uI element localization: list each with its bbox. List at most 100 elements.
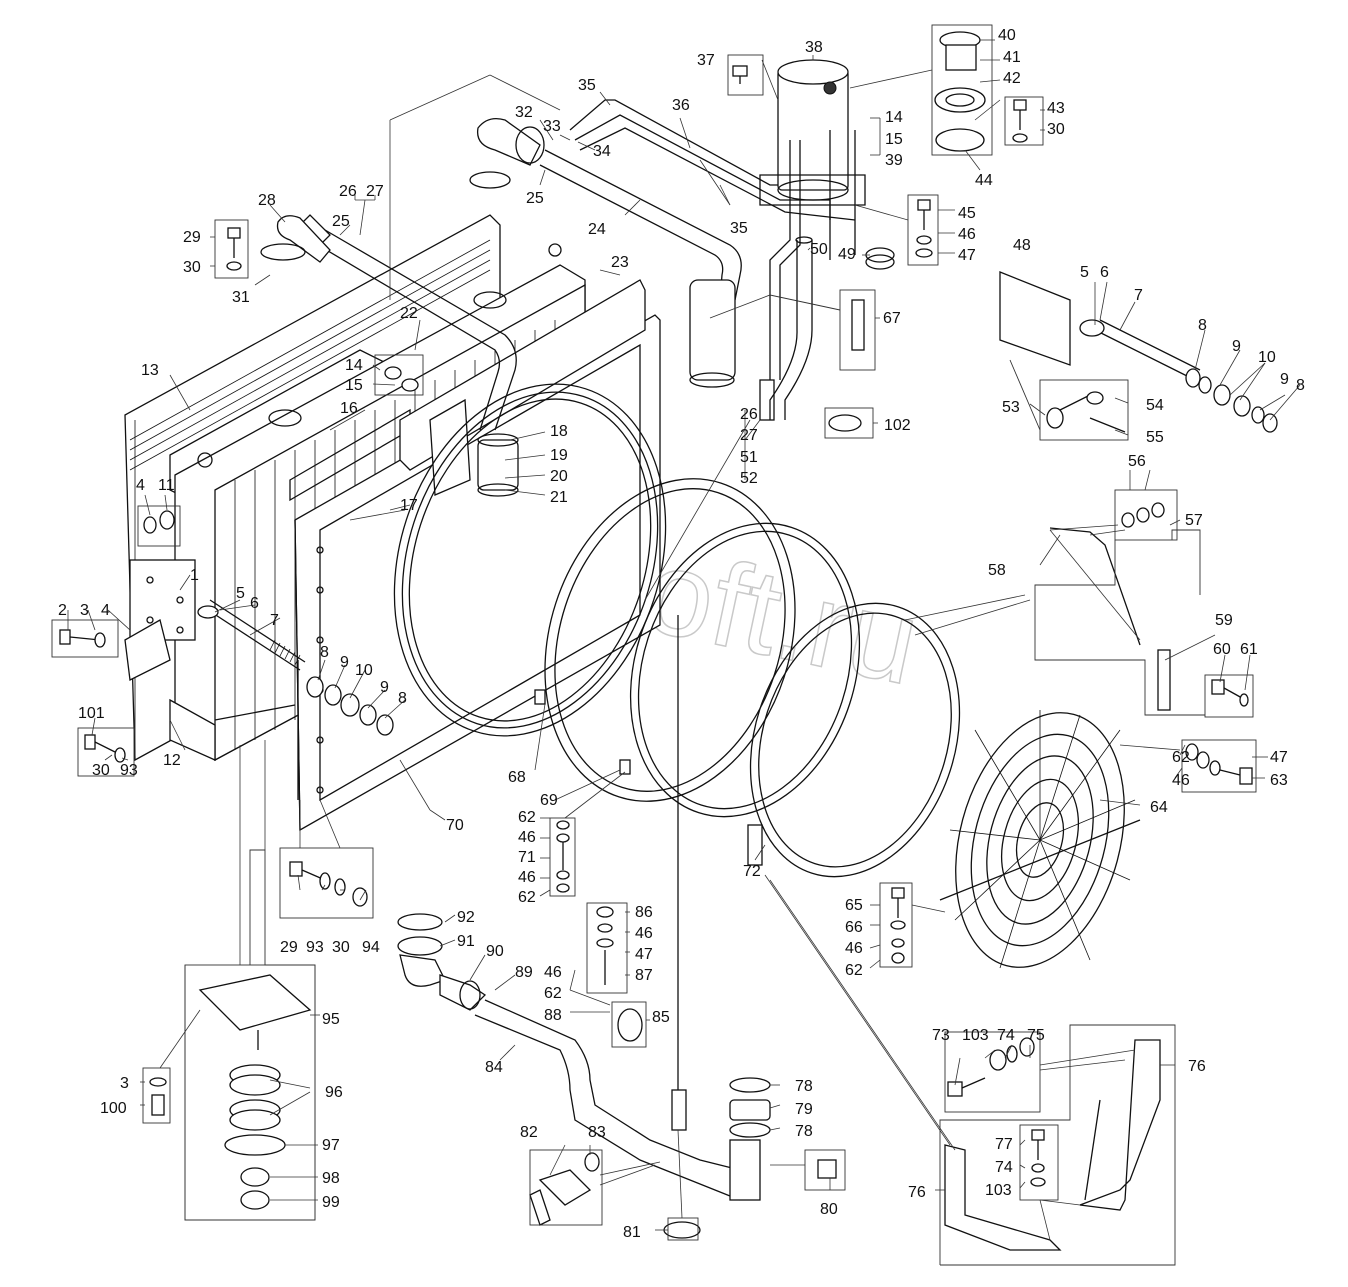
part-label-86: 86 xyxy=(635,904,653,921)
part-label-33: 33 xyxy=(543,118,561,135)
part-label-28: 28 xyxy=(258,192,276,209)
part-label-34: 34 xyxy=(593,143,611,160)
upper-pipes xyxy=(260,59,866,497)
part-label-92: 92 xyxy=(457,909,475,926)
part-label-87: 87 xyxy=(635,967,653,984)
part-label-5b: 5 xyxy=(236,585,245,602)
part-label-30d: 30 xyxy=(332,939,350,956)
part-label-7a: 7 xyxy=(1134,287,1143,304)
part-label-95: 95 xyxy=(322,1011,340,1028)
part-label-38: 38 xyxy=(805,39,823,56)
part-label-45: 45 xyxy=(958,205,976,222)
part-label-85: 85 xyxy=(652,1009,670,1026)
part-label-11: 11 xyxy=(158,477,175,494)
part-label-54: 54 xyxy=(1146,397,1164,414)
part-label-47c: 47 xyxy=(635,946,653,963)
part-label-14a: 14 xyxy=(885,109,903,126)
part-label-35b: 35 xyxy=(730,220,748,237)
part-label-62e: 62 xyxy=(544,985,562,1002)
left-hardware xyxy=(59,227,419,907)
part-label-16: 16 xyxy=(340,400,358,417)
part-label-21: 21 xyxy=(550,489,568,506)
part-label-31: 31 xyxy=(232,289,250,306)
part-label-74a: 74 xyxy=(997,1027,1015,1044)
part-label-47b: 47 xyxy=(1270,749,1288,766)
part-label-46f: 46 xyxy=(635,925,653,942)
part-label-41: 41 xyxy=(1003,49,1021,66)
part-label-30a: 30 xyxy=(1047,121,1065,138)
part-label-36: 36 xyxy=(672,97,690,114)
part-label-9a: 9 xyxy=(1232,338,1241,355)
part-label-2: 2 xyxy=(58,602,67,619)
part-label-97: 97 xyxy=(322,1137,340,1154)
part-label-9d: 9 xyxy=(380,679,389,696)
part-label-93b: 93 xyxy=(306,939,324,956)
part-label-25a: 25 xyxy=(332,213,350,230)
part-label-90: 90 xyxy=(486,943,504,960)
part-label-9c: 9 xyxy=(340,654,349,671)
part-label-12: 12 xyxy=(163,752,181,769)
part-label-10b: 10 xyxy=(355,662,373,679)
part-label-64: 64 xyxy=(1150,799,1168,816)
part-label-62a: 62 xyxy=(1172,749,1190,766)
part-label-8c: 8 xyxy=(320,644,329,661)
part-label-7b: 7 xyxy=(270,612,279,629)
part-label-15a: 15 xyxy=(885,131,903,148)
part-label-59: 59 xyxy=(1215,612,1233,629)
part-label-68: 68 xyxy=(508,769,526,786)
part-label-43: 43 xyxy=(1047,100,1065,117)
part-label-39: 39 xyxy=(885,152,903,169)
part-label-76a: 76 xyxy=(1188,1058,1206,1075)
leader-lines xyxy=(67,39,1301,1241)
part-label-99: 99 xyxy=(322,1194,340,1211)
part-label-84: 84 xyxy=(485,1059,503,1076)
part-label-29a: 29 xyxy=(183,229,201,246)
part-label-66: 66 xyxy=(845,919,863,936)
part-label-4b: 4 xyxy=(101,602,110,619)
part-label-51: 51 xyxy=(740,449,758,466)
part-label-62c: 62 xyxy=(518,889,536,906)
part-label-58: 58 xyxy=(988,562,1006,579)
part-label-83: 83 xyxy=(588,1124,606,1141)
part-label-42: 42 xyxy=(1003,70,1021,87)
part-label-61: 61 xyxy=(1240,641,1258,658)
part-label-47a: 47 xyxy=(958,247,976,264)
part-label-76b: 76 xyxy=(908,1184,926,1201)
right-upper-hardware xyxy=(732,31,1278,711)
part-label-100: 100 xyxy=(100,1100,127,1117)
part-label-52: 52 xyxy=(740,470,758,487)
part-label-103b: 103 xyxy=(985,1182,1012,1199)
part-label-23: 23 xyxy=(611,254,629,271)
part-label-46a: 46 xyxy=(958,226,976,243)
part-label-73: 73 xyxy=(932,1027,950,1044)
part-label-18: 18 xyxy=(550,423,568,440)
part-label-80: 80 xyxy=(820,1201,838,1218)
part-label-69: 69 xyxy=(540,792,558,809)
part-label-37: 37 xyxy=(697,52,715,69)
part-label-46e: 46 xyxy=(845,940,863,957)
part-label-19: 19 xyxy=(550,447,568,464)
part-label-13: 13 xyxy=(141,362,159,379)
part-label-102: 102 xyxy=(884,417,911,434)
part-label-70: 70 xyxy=(446,817,464,834)
part-label-75: 75 xyxy=(1027,1027,1045,1044)
part-label-9b: 9 xyxy=(1280,371,1289,388)
part-label-71: 71 xyxy=(518,849,536,866)
part-label-40: 40 xyxy=(998,27,1016,44)
part-label-60: 60 xyxy=(1213,641,1231,658)
part-label-29b: 29 xyxy=(280,939,298,956)
part-label-14b: 14 xyxy=(345,357,363,374)
part-label-27a: 27 xyxy=(366,183,384,200)
part-label-3b: 3 xyxy=(120,1075,129,1092)
part-label-44: 44 xyxy=(975,172,993,189)
part-label-6b: 6 xyxy=(250,595,259,612)
part-label-101: 101 xyxy=(78,705,105,722)
part-label-3a: 3 xyxy=(80,602,89,619)
part-label-8d: 8 xyxy=(398,690,407,707)
lower-pipe xyxy=(397,615,837,1239)
part-label-5a: 5 xyxy=(1080,264,1089,281)
part-label-26b: 26 xyxy=(740,406,758,423)
